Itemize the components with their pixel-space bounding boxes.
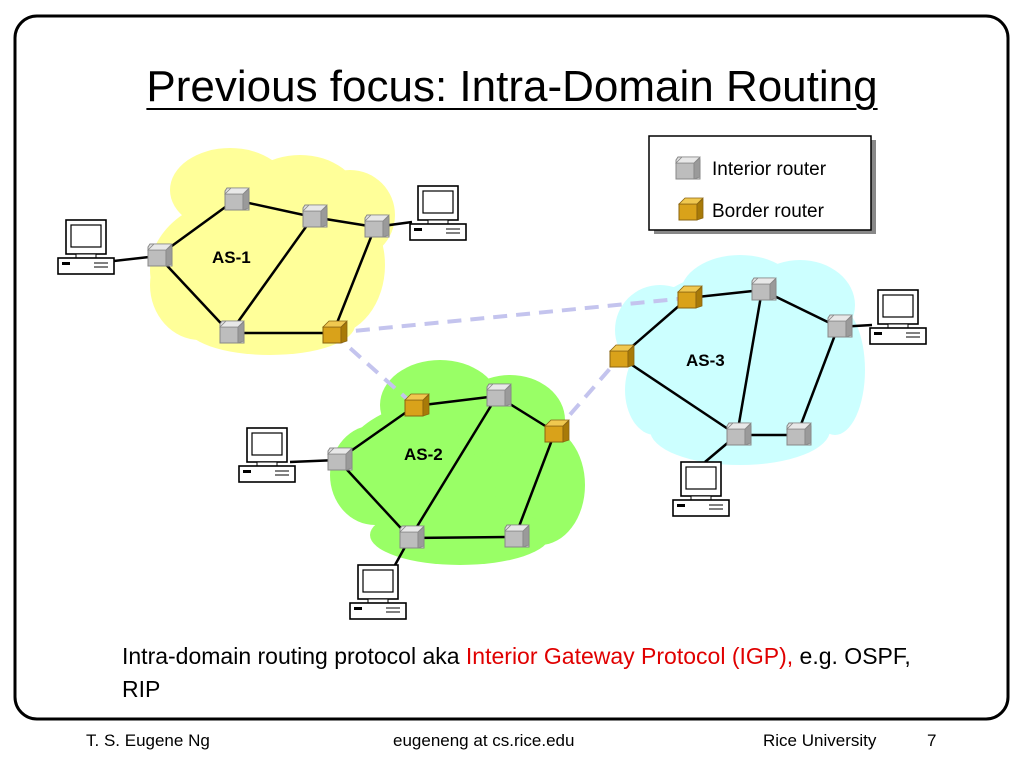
interior-router (327, 447, 353, 471)
border-router (322, 320, 348, 344)
footer-org: Rice University (763, 731, 877, 750)
as2-cloud (330, 360, 585, 565)
interior-router (486, 383, 512, 407)
host-computer-4 (349, 564, 407, 620)
host-computer-2 (409, 185, 467, 241)
interior-router (726, 422, 752, 446)
as2-label: AS-2 (404, 445, 443, 464)
interior-router (751, 277, 777, 301)
slide-title: Previous focus: Intra-Domain Routing (146, 62, 878, 111)
host-computer-6 (672, 461, 730, 517)
border-router (677, 285, 703, 309)
interior-router (364, 214, 390, 238)
border-router (609, 344, 635, 368)
caption-highlight: Interior Gateway Protocol (IGP), (465, 643, 794, 669)
interior-router (786, 422, 812, 446)
legend-border-router-icon (678, 197, 704, 221)
host-computer-5 (869, 289, 927, 345)
interior-router (302, 204, 328, 228)
caption-text-end: e.g. OSPF, RIP (122, 643, 911, 702)
border-router (404, 393, 430, 417)
border-router (544, 419, 570, 443)
host-computer-1 (57, 219, 115, 275)
footer-email: eugeneng at cs.rice.edu (393, 731, 575, 750)
as3-label: AS-3 (686, 351, 725, 370)
host-computer-3 (238, 427, 296, 483)
as1-label: AS-1 (212, 248, 251, 267)
legend-interior-label: Interior router (712, 159, 827, 180)
legend (648, 135, 876, 234)
as1-cloud (150, 148, 395, 355)
as3-cloud (615, 255, 865, 465)
footer-page-number: 7 (927, 731, 937, 750)
interior-router (219, 320, 245, 344)
interior-router (147, 243, 173, 267)
footer-author: T. S. Eugene Ng (86, 731, 210, 750)
interior-router (504, 524, 530, 548)
legend-interior-router-icon (675, 156, 701, 180)
caption-text: Intra-domain routing protocol aka (122, 643, 466, 669)
interior-router (224, 187, 250, 211)
inter-as-links (331, 296, 689, 434)
interior-router (827, 314, 853, 338)
interior-router (399, 525, 425, 549)
legend-border-label: Border router (712, 201, 824, 222)
caption: Intra-domain routing protocol aka Interi… (122, 640, 922, 706)
